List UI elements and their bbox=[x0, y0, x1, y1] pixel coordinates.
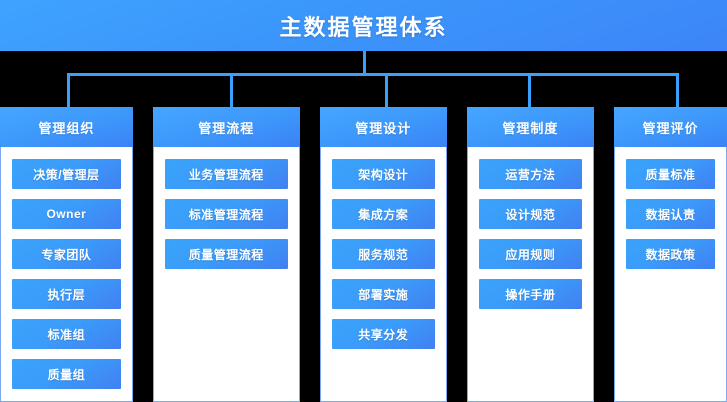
list-item[interactable]: 标准组 bbox=[12, 319, 121, 349]
list-item[interactable]: 质量组 bbox=[12, 359, 121, 389]
list-item[interactable]: 服务规范 bbox=[331, 239, 435, 269]
connector-drop-4 bbox=[528, 73, 531, 108]
column-divider bbox=[133, 107, 153, 402]
list-item-label: 标准组 bbox=[47, 327, 86, 342]
list-item[interactable]: 执行层 bbox=[12, 279, 121, 309]
column-body-5: 质量标准 数据认责 数据政策 bbox=[614, 147, 727, 402]
list-item-label: 质量标准 bbox=[645, 167, 696, 182]
list-item-label: 质量管理流程 bbox=[188, 247, 264, 262]
column-divider bbox=[594, 107, 614, 402]
column-header-3: 管理设计 bbox=[319, 107, 447, 147]
column-header-2: 管理流程 bbox=[152, 107, 300, 147]
connector-drop-5 bbox=[676, 73, 679, 108]
column-guanli-liucheng: 管理流程 业务管理流程 标准管理流程 质量管理流程 bbox=[152, 107, 300, 402]
list-item[interactable]: 设计规范 bbox=[478, 199, 582, 229]
list-item[interactable]: 操作手册 bbox=[478, 279, 582, 309]
list-item-label: 设计规范 bbox=[505, 207, 556, 222]
column-body-1: 决策/管理层 Owner 专家团队 执行层 标准组 质量组 bbox=[0, 147, 133, 402]
list-item[interactable]: 运营方法 bbox=[478, 159, 582, 189]
connector-drop-2 bbox=[230, 73, 233, 108]
list-item-label: 数据认责 bbox=[645, 207, 696, 222]
list-item[interactable]: 架构设计 bbox=[331, 159, 435, 189]
list-item-label: Owner bbox=[46, 207, 87, 221]
list-item[interactable]: 应用规则 bbox=[478, 239, 582, 269]
list-item-label: 操作手册 bbox=[505, 287, 556, 302]
column-body-4: 运营方法 设计规范 应用规则 操作手册 bbox=[466, 147, 594, 402]
column-header-label: 管理评价 bbox=[642, 120, 699, 136]
column-header-label: 管理制度 bbox=[502, 120, 559, 136]
connector-drop-3 bbox=[385, 73, 388, 108]
column-divider bbox=[300, 107, 320, 402]
list-item[interactable]: 集成方案 bbox=[331, 199, 435, 229]
list-item[interactable]: 质量管理流程 bbox=[164, 239, 288, 269]
connector-stem bbox=[363, 51, 366, 75]
diagram-title-banner: 主数据管理体系 bbox=[0, 0, 727, 51]
list-item[interactable]: 质量标准 bbox=[626, 159, 716, 189]
column-guanli-pingjia: 管理评价 质量标准 数据认责 数据政策 bbox=[614, 107, 727, 402]
list-item[interactable]: 共享分发 bbox=[331, 319, 435, 349]
column-header-label: 管理流程 bbox=[198, 120, 255, 136]
list-item-label: 业务管理流程 bbox=[188, 167, 264, 182]
list-item-label: 服务规范 bbox=[358, 247, 409, 262]
list-item-label: 标准管理流程 bbox=[188, 207, 264, 222]
list-item[interactable]: 专家团队 bbox=[12, 239, 121, 269]
list-item[interactable]: 数据认责 bbox=[626, 199, 716, 229]
column-header-5: 管理评价 bbox=[614, 107, 727, 147]
column-header-label: 管理组织 bbox=[38, 120, 95, 136]
list-item-label: 数据政策 bbox=[645, 247, 696, 262]
column-header-1: 管理组织 bbox=[0, 107, 133, 147]
list-item[interactable]: 标准管理流程 bbox=[164, 199, 288, 229]
column-body-3: 架构设计 集成方案 服务规范 部署实施 共享分发 bbox=[319, 147, 447, 402]
list-item-label: 质量组 bbox=[47, 367, 86, 382]
column-guanli-zhidu: 管理制度 运营方法 设计规范 应用规则 操作手册 bbox=[466, 107, 594, 402]
page-title: 主数据管理体系 bbox=[279, 14, 448, 40]
framework-columns: 管理组织 决策/管理层 Owner 专家团队 执行层 标准组 质量组 管理流程 … bbox=[0, 107, 727, 402]
list-item-label: 决策/管理层 bbox=[33, 167, 100, 182]
list-item-label: 应用规则 bbox=[505, 247, 556, 262]
list-item-label: 集成方案 bbox=[358, 207, 409, 222]
list-item[interactable]: 决策/管理层 bbox=[12, 159, 121, 189]
connector-drop-1 bbox=[67, 73, 70, 108]
list-item-label: 架构设计 bbox=[358, 167, 409, 182]
column-guanli-sheji: 管理设计 架构设计 集成方案 服务规范 部署实施 共享分发 bbox=[319, 107, 447, 402]
list-item-label: 运营方法 bbox=[505, 167, 556, 182]
column-guanli-zuzhi: 管理组织 决策/管理层 Owner 专家团队 执行层 标准组 质量组 bbox=[0, 107, 133, 402]
column-header-4: 管理制度 bbox=[466, 107, 594, 147]
list-item-label: 专家团队 bbox=[41, 247, 92, 262]
list-item[interactable]: Owner bbox=[12, 199, 121, 229]
column-divider bbox=[447, 107, 467, 402]
list-item[interactable]: 部署实施 bbox=[331, 279, 435, 309]
list-item[interactable]: 业务管理流程 bbox=[164, 159, 288, 189]
list-item[interactable]: 数据政策 bbox=[626, 239, 716, 269]
list-item-label: 部署实施 bbox=[358, 287, 409, 302]
list-item-label: 共享分发 bbox=[358, 327, 409, 342]
connector-horizontal-bus bbox=[67, 73, 679, 76]
column-header-label: 管理设计 bbox=[355, 120, 412, 136]
list-item-label: 执行层 bbox=[47, 287, 86, 302]
column-body-2: 业务管理流程 标准管理流程 质量管理流程 bbox=[152, 147, 300, 402]
